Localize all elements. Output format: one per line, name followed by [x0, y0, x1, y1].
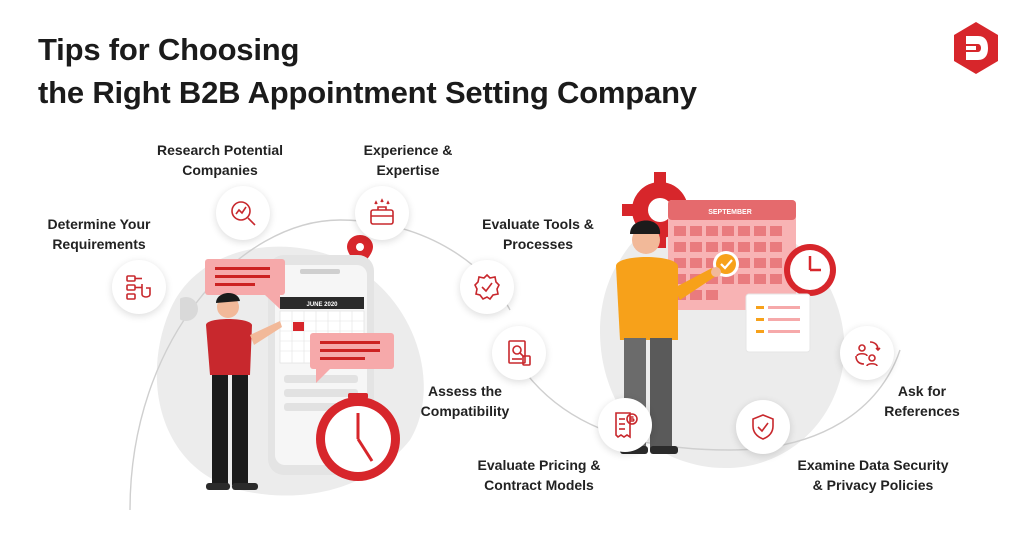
tip-icon-circle-8 [840, 326, 894, 380]
phone-calendar-illustration: JUNE 2020 [180, 235, 400, 490]
tip-label-assess-compatibility: Assess the Compatibility [420, 383, 510, 419]
people-refresh-icon [855, 341, 881, 367]
tip-icon-circle-2 [216, 186, 270, 240]
document-search-icon [508, 340, 531, 366]
tip-icon-circle-5 [492, 326, 546, 380]
tip-label-evaluate-tools: Evaluate Tools & Processes [482, 216, 594, 252]
tip-icon-circle-1 [112, 260, 166, 314]
tip-icon-circle-4 [460, 260, 514, 314]
tip-icon-circle-6 [598, 398, 652, 452]
shield-check-icon [752, 414, 774, 440]
gear-check-icon [474, 273, 500, 301]
tip-label-experience-expertise: Experience & Expertise [363, 142, 453, 178]
tip-label-research-companies: Research Potential Companies [156, 142, 284, 178]
tip-label-determine-requirements: Determine Your Requirements [47, 216, 151, 252]
analytics-search-icon [231, 201, 256, 226]
phone-calendar-header: JUNE 2020 [306, 302, 338, 308]
title-line-2: the Right B2B Appointment Setting Compan… [38, 75, 697, 110]
tip-label-references: Ask for References [884, 383, 960, 419]
brand-logo-icon [954, 22, 998, 74]
big-calendar-header: SEPTEMBER [708, 209, 752, 216]
briefcase-stars-icon [370, 198, 394, 225]
tip-icon-circle-3 [355, 186, 409, 240]
flowchart-hand-icon [126, 275, 151, 300]
tip-label-data-security: Examine Data Security & Privacy Policies [797, 457, 949, 493]
title-line-1: Tips for Choosing [38, 32, 300, 67]
tip-label-pricing-contract: Evaluate Pricing & Contract Models [477, 457, 601, 493]
right-dashed-arc [504, 339, 901, 451]
invoice-dollar-icon [615, 412, 638, 439]
page-title: Tips for Choosing the Right B2B Appointm… [38, 28, 697, 114]
calendar-man-illustration: SEPTEMBER [616, 172, 836, 454]
left-dashed-arc [129, 219, 511, 511]
tip-icon-circle-7 [736, 400, 790, 454]
